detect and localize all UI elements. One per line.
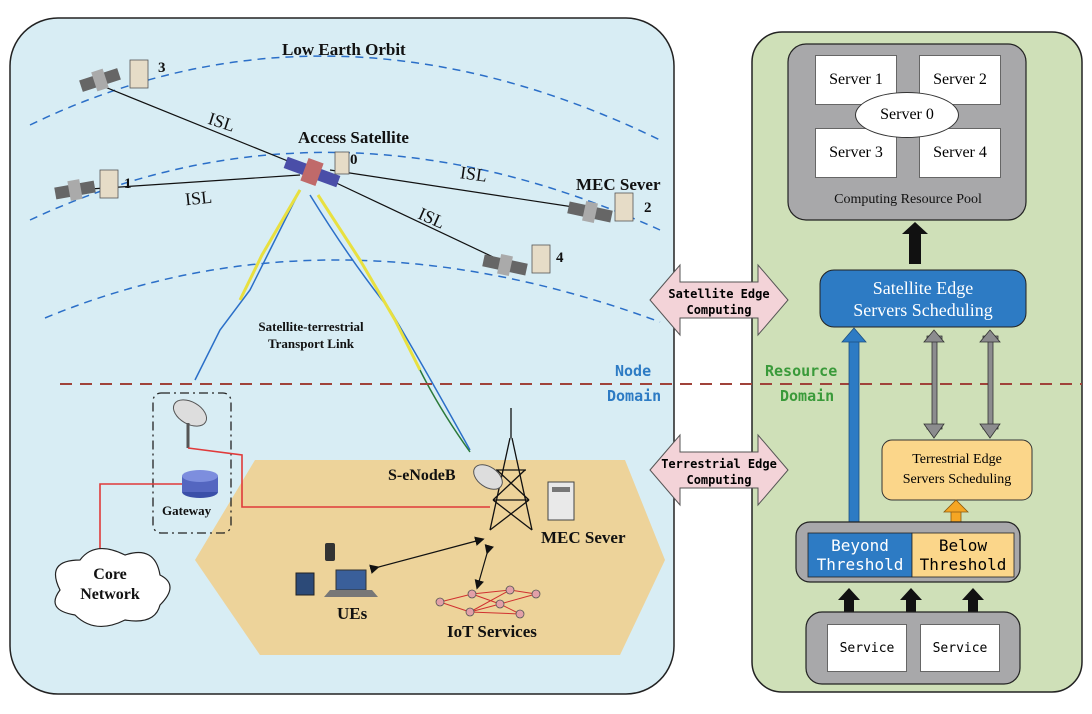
satellite-scheduler-text: Satellite Edge Servers Scheduling <box>820 270 1026 327</box>
core-network-label: Core Network <box>60 565 160 605</box>
below-line2: Threshold <box>919 555 1007 574</box>
pool-arrow-head <box>902 222 928 234</box>
ues-label: UEs <box>337 604 368 623</box>
ter-edge-line2: Computing <box>686 473 752 487</box>
enodeb-tower <box>489 408 533 531</box>
scheduler-double-arrows <box>923 329 1001 439</box>
satellites <box>54 68 613 277</box>
s-enodeb-label: S-eNodeB <box>388 467 456 484</box>
service-box-2: Service <box>920 624 1000 672</box>
sat-number-0: 0 <box>350 152 358 168</box>
mec-sever-bottom-label: MEC Sever <box>541 528 626 547</box>
service-2-label: Service <box>932 640 988 656</box>
beyond-line1: Beyond <box>831 536 889 555</box>
server-4-box: Server 4 <box>919 128 1001 178</box>
sat-number-2: 2 <box>644 200 652 216</box>
terrestrial-edge-arrow <box>649 433 789 507</box>
server-4-label: Server 4 <box>933 144 987 161</box>
isl-label-2: ISL <box>183 186 213 210</box>
beyond-threshold-box <box>807 532 913 578</box>
below-arrow-head <box>943 499 969 513</box>
server-0-ellipse: Server 0 <box>855 92 959 138</box>
satellite-edge-label: Satellite Edge Computing <box>655 285 783 319</box>
ue-devices <box>295 543 378 597</box>
pool-arrow-shaft <box>909 232 921 264</box>
core-line2: Network <box>80 586 140 603</box>
sat-sched-line1: Satellite Edge <box>872 277 974 298</box>
pool-label: Computing Resource Pool <box>834 192 982 207</box>
server-0-label: Server 0 <box>880 106 934 123</box>
sat-number-1: 1 <box>124 176 132 192</box>
ue-link-arrow <box>369 536 485 574</box>
node-domain-line1: Node <box>615 362 652 380</box>
sat-sched-line2: Servers Scheduling <box>853 299 993 320</box>
below-line1: Below <box>938 536 988 555</box>
beyond-arrow-head <box>841 327 867 343</box>
below-threshold-text: Below Threshold <box>912 533 1014 577</box>
terrestrial-area <box>195 460 665 655</box>
server-3-label: Server 3 <box>829 144 883 161</box>
core-line1: Core <box>93 566 127 583</box>
sat-edge-line2: Computing <box>686 303 752 317</box>
ter-sched-line2: Servers Scheduling <box>902 472 1012 487</box>
gateway-router <box>182 470 218 498</box>
terrestrial-edge-label: Terrestrial Edge Computing <box>655 455 783 489</box>
gateway-label: Gateway <box>162 503 212 518</box>
beyond-line2: Threshold <box>816 555 904 574</box>
isl-links <box>74 84 581 266</box>
beyond-arrow-shaft <box>848 339 860 533</box>
below-threshold-box <box>911 532 1015 578</box>
beyond-threshold-text: Beyond Threshold <box>808 533 912 577</box>
service-1-label: Service <box>839 640 895 656</box>
sat-number-3: 3 <box>158 60 166 76</box>
wired-links <box>99 447 490 575</box>
orbit-label: Low Earth Orbit <box>282 40 406 59</box>
link-label-line2: Transport Link <box>267 336 355 351</box>
service-box-1: Service <box>827 624 907 672</box>
service-arrows <box>838 588 984 612</box>
sat-number-4: 4 <box>556 250 564 266</box>
iot-network <box>435 585 541 619</box>
isl-label-3: ISL <box>458 162 489 186</box>
resource-domain-line1: Resource <box>765 362 838 380</box>
satellite-terrestrial-links <box>194 189 471 453</box>
server-2-label: Server 2 <box>933 71 987 88</box>
terrestrial-scheduler-box <box>881 439 1033 501</box>
ter-sched-line1: Terrestrial Edge <box>912 452 1002 467</box>
terrestrial-scheduler-text: Terrestrial Edge Servers Scheduling <box>882 440 1032 500</box>
satellite-edge-arrow <box>649 263 789 337</box>
enodeb-dish <box>473 464 503 490</box>
resource-domain-line2: Domain <box>780 387 835 405</box>
link-label-line1: Satellite-terrestrial <box>258 319 364 334</box>
gateway-dish <box>172 399 208 448</box>
node-domain-line2: Domain <box>607 387 662 405</box>
satellite-mec-servers <box>99 59 634 274</box>
ter-edge-line1: Terrestrial Edge <box>661 457 777 471</box>
iot-services-label: IoT Services <box>447 622 537 641</box>
terrestrial-mec-server <box>547 481 575 521</box>
server-3-box: Server 3 <box>815 128 897 178</box>
gateway-box <box>152 392 232 534</box>
satellite-scheduler-box <box>819 269 1027 328</box>
core-network-cloud <box>54 548 171 627</box>
access-satellite-label: Access Satellite <box>298 128 409 147</box>
link-label: Satellite-terrestrial Transport Link <box>236 318 386 352</box>
sat-edge-line1: Satellite Edge <box>668 287 770 301</box>
iot-link-arrow <box>474 544 494 590</box>
mec-sever-top-label: MEC Sever <box>576 175 661 194</box>
server-1-label: Server 1 <box>829 71 883 88</box>
